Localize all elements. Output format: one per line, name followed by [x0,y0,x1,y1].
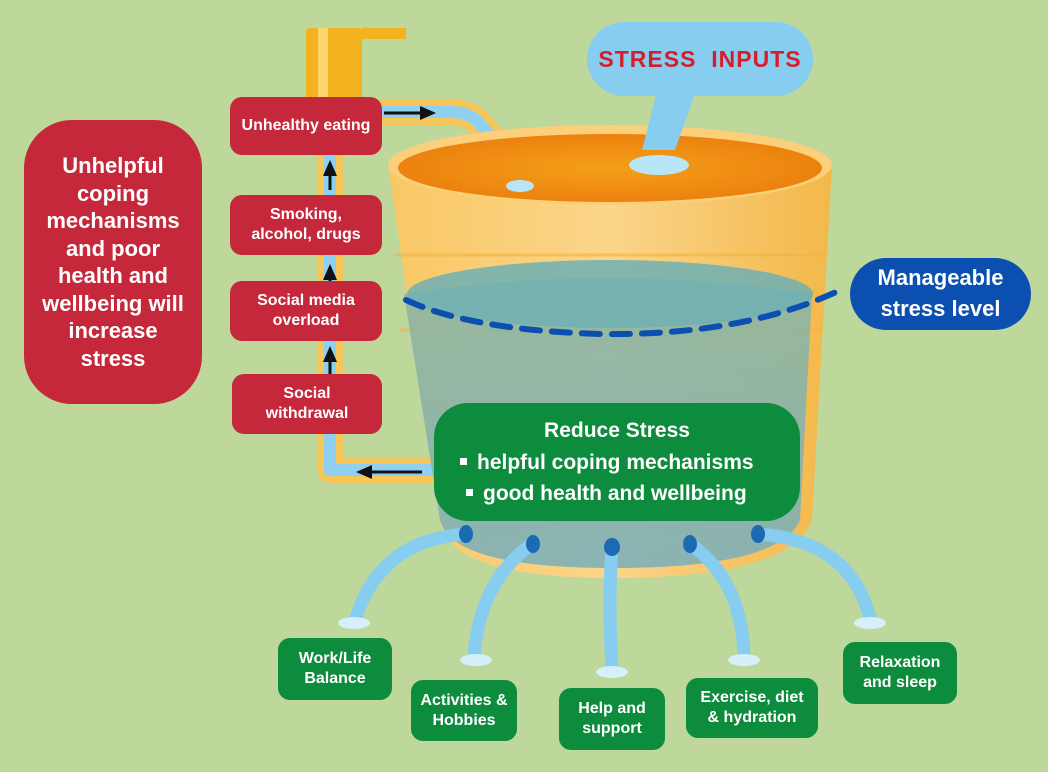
outlet-streams [349,527,877,675]
outlet-relaxation-sleep: Relaxation and sleep [843,642,957,704]
pipe-label-unhealthy-eating: Unhealthy eating [230,97,382,155]
stress-inputs-label: STRESS INPUTS [598,45,802,72]
bullet-icon [466,488,473,496]
manageable-stress-level-label: Manageable stress level [850,258,1031,330]
unhelpful-coping-box: Unhelpful coping mechanisms and poor hea… [24,120,202,404]
reduce-stress-list: helpful coping mechanisms good health an… [434,451,800,506]
outlet-work-life-balance: Work/Life Balance [278,638,392,700]
bullet-icon [460,457,467,465]
outlet-taps [459,525,765,556]
reduce-stress-item-text: helpful coping mechanisms [477,451,754,474]
stress-splash [629,155,689,175]
pipe-splash [506,180,534,192]
reduce-stress-box: Reduce Stress helpful coping mechanisms … [434,403,800,521]
pipe-label-social-media-overload: Social media overload [230,281,382,341]
pipe-label-social-withdrawal: Social withdrawal [232,374,382,434]
reduce-stress-item-text: good health and wellbeing [483,482,747,505]
reduce-stress-item: helpful coping mechanisms [454,451,800,475]
reduce-stress-title: Reduce Stress [544,419,690,442]
manageable-level-line [403,289,839,338]
outlet-splashes [338,617,886,678]
stress-inputs-bubble: STRESS INPUTS [587,22,813,96]
reduce-stress-item: good health and wellbeing [454,482,800,506]
pipe-label-smoking-alcohol-drugs: Smoking, alcohol, drugs [230,195,382,255]
outlet-exercise-diet-hydration: Exercise, diet & hydration [686,678,818,738]
outlet-activities-hobbies: Activities & Hobbies [411,680,517,741]
outlet-help-support: Help and support [559,688,665,750]
stress-input-stream [642,80,700,150]
